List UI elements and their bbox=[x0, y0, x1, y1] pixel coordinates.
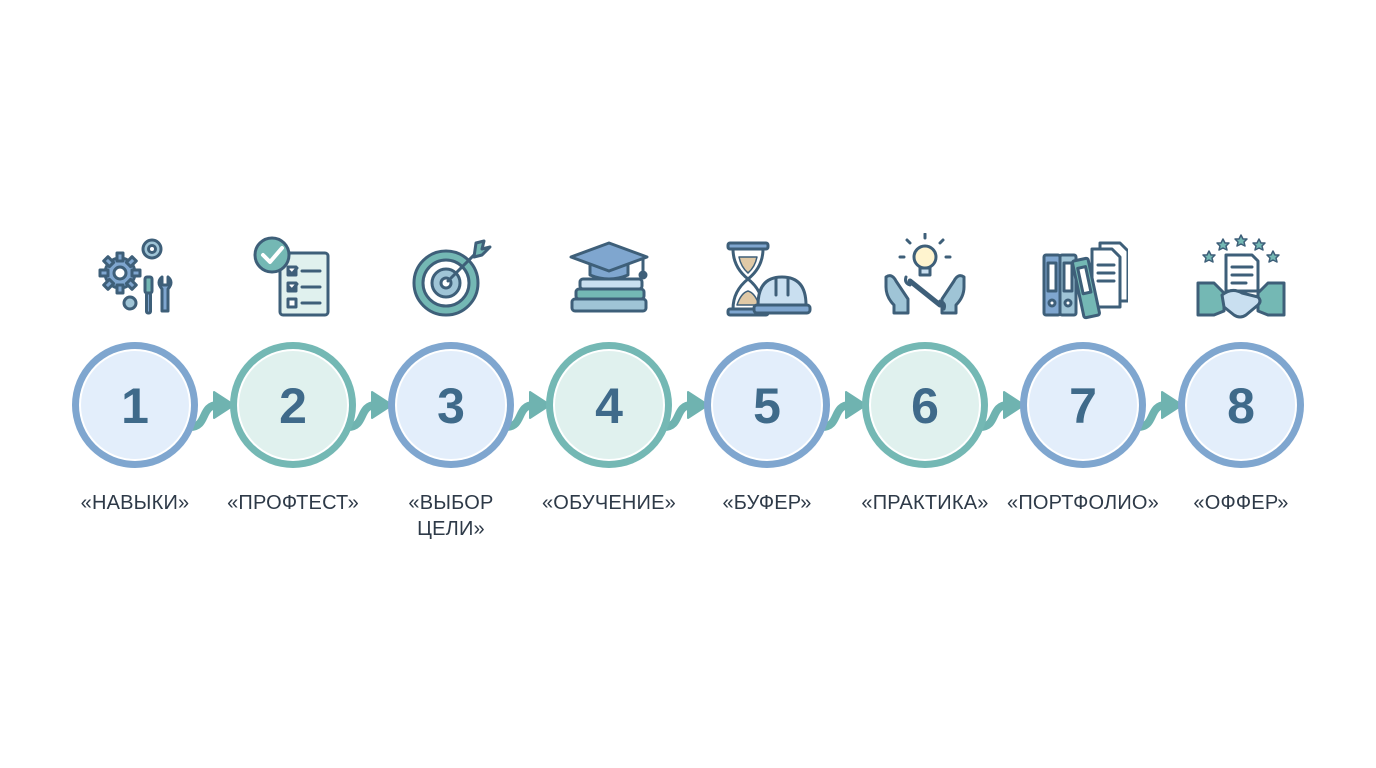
step-number-2: 2 bbox=[279, 378, 307, 434]
step-circle-4: 4 bbox=[546, 342, 672, 468]
step-circle-2: 2 bbox=[230, 342, 356, 468]
step-label-4: «ОБУЧЕНИЕ» bbox=[541, 492, 676, 514]
step-label-5: «БУФЕР» bbox=[722, 492, 812, 514]
gears-tools-icon bbox=[98, 238, 173, 315]
hourglass-hardhat-icon bbox=[726, 241, 812, 317]
binders-documents-icon bbox=[1042, 241, 1128, 320]
checklist-icon bbox=[253, 236, 330, 317]
target-icon bbox=[412, 239, 492, 317]
step-circle-3: 3 bbox=[388, 342, 514, 468]
step-circle-6: 6 bbox=[862, 342, 988, 468]
step-number-3: 3 bbox=[437, 378, 465, 434]
step-label-7: «ПОРТФОЛИО» bbox=[1007, 492, 1159, 514]
step-number-5: 5 bbox=[753, 378, 781, 434]
step-number-4: 4 bbox=[595, 378, 623, 434]
step-number-8: 8 bbox=[1227, 378, 1255, 434]
step-circle-8: 8 bbox=[1178, 342, 1304, 468]
step-label-2: «ПРОФТЕСТ» bbox=[227, 492, 359, 514]
step-label-3: «ВЫБОР ЦЕЛИ» bbox=[408, 492, 494, 540]
step-number-6: 6 bbox=[911, 378, 939, 434]
step-circle-5: 5 bbox=[704, 342, 830, 468]
step-label-8: «ОФФЕР» bbox=[1193, 492, 1289, 514]
step-number-7: 7 bbox=[1069, 378, 1097, 434]
step-number-1: 1 bbox=[121, 378, 149, 434]
graduation-cap-books-icon bbox=[569, 241, 649, 313]
step-circle-7: 7 bbox=[1020, 342, 1146, 468]
handshake-stars-icon bbox=[1196, 233, 1286, 319]
step-label-6: «ПРАКТИКА» bbox=[861, 492, 989, 514]
step-label-1: «НАВЫКИ» bbox=[80, 492, 190, 514]
step-circle-1: 1 bbox=[72, 342, 198, 468]
lightbulb-hands-icon bbox=[886, 234, 964, 313]
